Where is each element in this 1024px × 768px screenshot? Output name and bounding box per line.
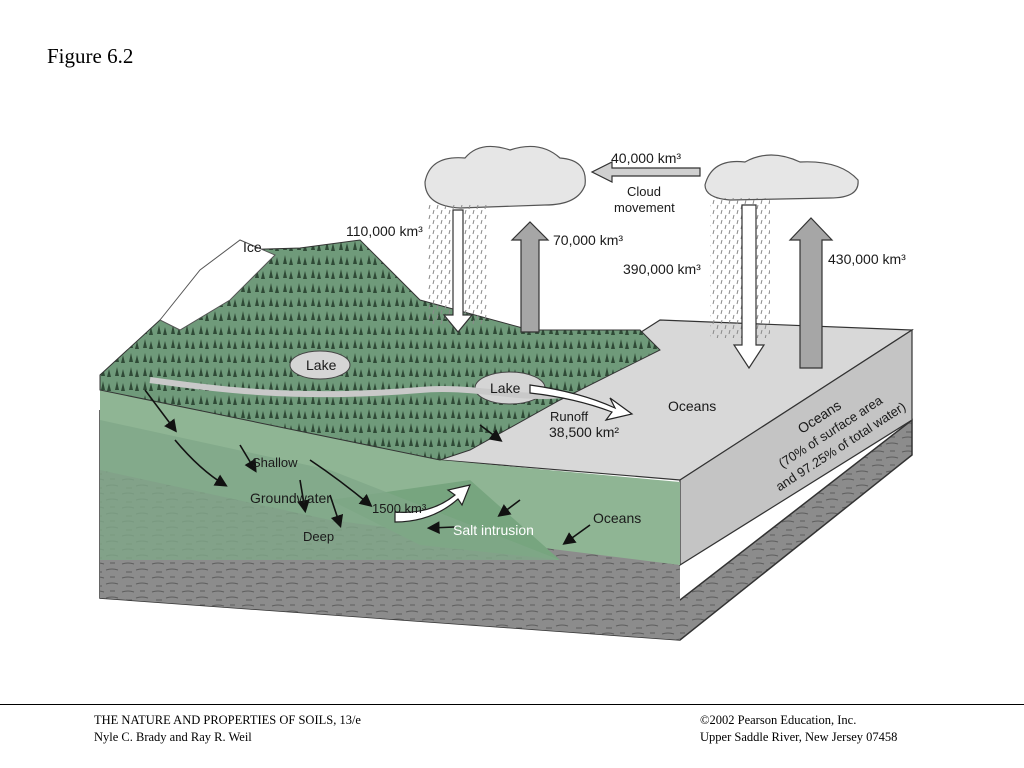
salt-intrusion-label: Salt intrusion <box>453 522 534 538</box>
groundwater-label: Groundwater <box>250 490 331 506</box>
runoff-label: Runoff <box>550 409 588 424</box>
land-precipitation-arrow <box>442 209 474 333</box>
footer-divider <box>0 704 1024 705</box>
deep-label: Deep <box>303 529 334 544</box>
footer-right: ©2002 Pearson Education, Inc. Upper Sadd… <box>700 712 897 746</box>
lake-upper-label: Lake <box>306 357 337 373</box>
lake-lower-label: Lake <box>490 380 521 396</box>
ocean-precipitation-value: 390,000 km³ <box>623 261 701 277</box>
cloud-movement-arrow <box>590 161 701 183</box>
oceans-bottom-label: Oceans <box>593 510 641 526</box>
flow-arrows <box>144 389 591 545</box>
land-evaporation-arrow <box>510 221 550 333</box>
copyright: ©2002 Pearson Education, Inc. <box>700 713 857 727</box>
ocean-cloud <box>704 154 859 338</box>
groundwater-discharge-arrow <box>394 484 471 523</box>
footer-left: THE NATURE AND PROPERTIES OF SOILS, 13/e… <box>94 712 361 746</box>
ocean-precipitation-arrow <box>732 204 766 370</box>
water-cycle-diagram: Ice Lake Lake Shallow Groundwater Deep 1… <box>99 145 914 641</box>
groundwater-layer <box>100 390 680 565</box>
figure-title: Figure 6.2 <box>47 44 134 68</box>
publisher-address: Upper Saddle River, New Jersey 07458 <box>700 730 898 744</box>
groundwater-flow-label: 1500 km³ <box>372 501 427 516</box>
runoff-value: 38,500 km² <box>549 424 619 440</box>
land-precipitation-value: 110,000 km³ <box>346 223 423 239</box>
ocean-evaporation-arrow <box>788 217 834 369</box>
land-surface <box>99 239 661 461</box>
ocean-evaporation-value: 430,000 km³ <box>828 251 906 267</box>
oceans-surface-label: Oceans <box>668 398 716 414</box>
ice-label: Ice <box>243 239 262 255</box>
cloud-transfer-value: 40,000 km³ <box>611 150 681 166</box>
cloud-movement-label-line2: movement <box>614 200 675 215</box>
cloud-movement-label-line1: Cloud <box>627 184 661 199</box>
book-title: THE NATURE AND PROPERTIES OF SOILS, 13/e <box>94 713 361 727</box>
authors: Nyle C. Brady and Ray R. Weil <box>94 730 252 744</box>
land-evaporation-value: 70,000 km³ <box>553 232 623 248</box>
runoff-arrow <box>529 384 634 421</box>
shallow-label: Shallow <box>252 455 298 470</box>
